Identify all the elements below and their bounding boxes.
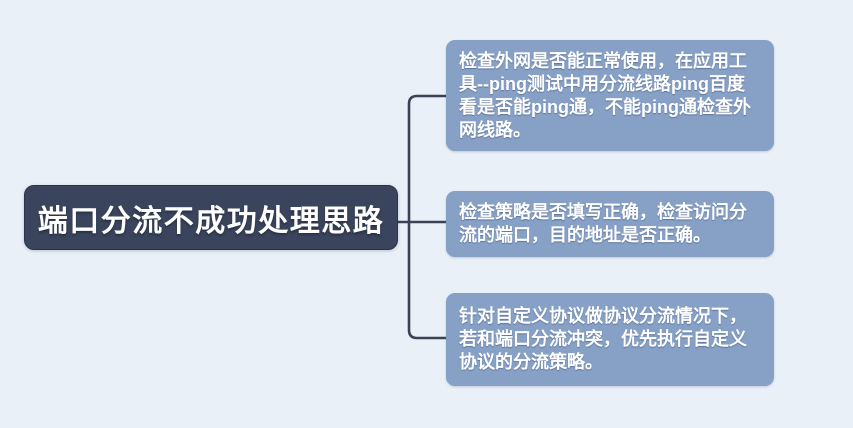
branch-node-2[interactable]: 检查策略是否填写正确，检查访问分 流的端口，目的地址是否正确。 — [446, 191, 774, 257]
branch-node-3-text: 针对自定义协议做协议分流情况下， 若和端口分流冲突，优先执行自定义 协议的分流策… — [459, 306, 747, 372]
root-node-label: 端口分流不成功处理思路 — [37, 204, 385, 238]
branch-node-3[interactable]: 针对自定义协议做协议分流情况下， 若和端口分流冲突，优先执行自定义 协议的分流策… — [446, 293, 774, 386]
connector-bracket — [407, 94, 448, 340]
branch-node-1-text: 检查外网是否能正常使用，在应用工 具--ping测试中用分流线路ping百度 看… — [459, 50, 751, 140]
root-node[interactable]: 端口分流不成功处理思路 — [24, 185, 398, 250]
branch-node-2-text: 检查策略是否填写正确，检查访问分 流的端口，目的地址是否正确。 — [459, 202, 747, 245]
branch-node-1[interactable]: 检查外网是否能正常使用，在应用工 具--ping测试中用分流线路ping百度 看… — [446, 40, 774, 151]
